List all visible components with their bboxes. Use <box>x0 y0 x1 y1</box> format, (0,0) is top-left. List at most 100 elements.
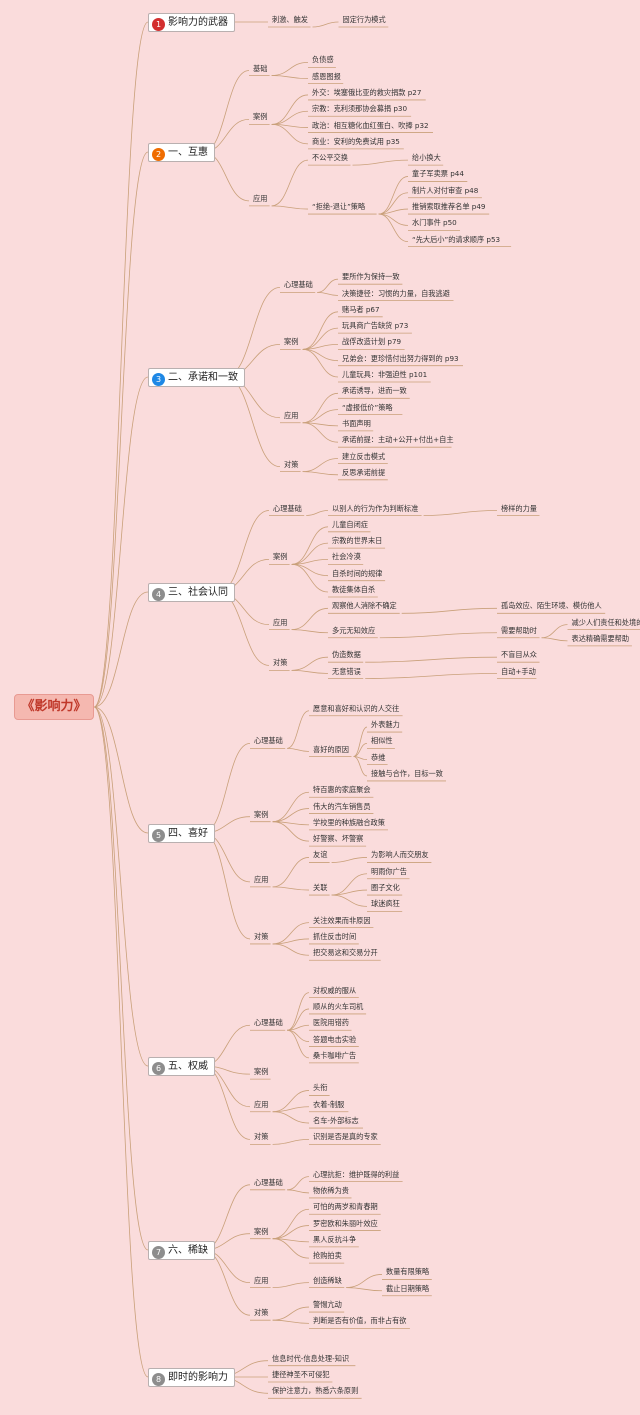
branch-node[interactable]: 案例 <box>253 112 268 122</box>
leaf-node[interactable]: 水门事件 p50 <box>412 218 457 228</box>
branch-node[interactable]: 案例 <box>254 1067 269 1077</box>
leaf-node[interactable]: 榜样的力量 <box>501 503 537 513</box>
leaf-node[interactable]: 头衔 <box>313 1083 328 1093</box>
leaf-node[interactable]: 桑卡咖啡广告 <box>313 1050 357 1060</box>
leaf-node[interactable]: “先大后小”的请求顺序 p53 <box>412 234 501 244</box>
leaf-node[interactable]: 抢购拍卖 <box>313 1251 342 1261</box>
leaf-node[interactable]: 兄弟会：更珍惜付出努力得到的 p93 <box>342 353 459 363</box>
leaf-node[interactable]: 战俘改造计划 p79 <box>342 337 402 347</box>
leaf-node[interactable]: “拒绝-退让”策略 <box>312 202 366 212</box>
leaf-node[interactable]: 宗教：克利须那协会募捐 p30 <box>312 104 408 114</box>
branch-node[interactable]: 案例 <box>254 1226 269 1236</box>
leaf-node[interactable]: 好警察、坏警察 <box>313 834 364 844</box>
leaf-node[interactable]: 政治：相互糖化血红蛋白、吹捧 p32 <box>312 120 429 130</box>
leaf-node[interactable]: 推销索取推荐名单 p49 <box>412 202 486 212</box>
branch-node[interactable]: 应用 <box>254 874 269 884</box>
leaf-node[interactable]: 顺从的火车司机 <box>313 1001 364 1011</box>
leaf-node[interactable]: 孤岛效应、陌生环境、模仿他人 <box>501 601 602 611</box>
leaf-node[interactable]: 书面声明 <box>342 418 371 428</box>
leaf-node[interactable]: 制片人对付审查 p48 <box>412 185 479 195</box>
leaf-node[interactable]: 减少人们责任和处境的不确定性 <box>571 617 640 627</box>
leaf-node[interactable]: 判断是否有价值，而非占有欲 <box>313 1316 407 1326</box>
leaf-node[interactable]: 不公平交换 <box>312 153 348 163</box>
branch-node[interactable]: 心理基础 <box>254 1018 283 1028</box>
leaf-node[interactable]: 抓住反击时间 <box>313 931 357 941</box>
leaf-node[interactable]: 警惕亢动 <box>313 1300 342 1310</box>
leaf-node[interactable]: 关注效果而非原因 <box>313 915 371 925</box>
leaf-node[interactable]: 需要帮助时 <box>501 625 537 635</box>
branch-node[interactable]: 应用 <box>254 1275 269 1285</box>
leaf-node[interactable]: 医院用错药 <box>313 1018 349 1028</box>
leaf-node[interactable]: 商业：安利的免费试用 p35 <box>312 136 400 146</box>
leaf-node[interactable]: 识别是否是真的专家 <box>313 1132 378 1142</box>
branch-node[interactable]: 案例 <box>254 809 269 819</box>
leaf-node[interactable]: 固定行为模式 <box>342 15 386 24</box>
leaf-node[interactable]: “虚报低价”策略 <box>342 402 393 412</box>
branch-node[interactable]: 捷径神圣不可侵犯 <box>272 1370 330 1379</box>
branch-node[interactable]: 应用 <box>273 617 288 627</box>
leaf-node[interactable]: 特百惠的家庭聚会 <box>313 785 371 795</box>
leaf-node[interactable]: 创造稀缺 <box>313 1275 342 1285</box>
branch-node[interactable]: 心理基础 <box>273 503 302 513</box>
branch-node[interactable]: 对策 <box>254 931 269 941</box>
leaf-node[interactable]: 相似性 <box>371 736 393 746</box>
leaf-node[interactable]: 关联 <box>313 883 328 893</box>
leaf-node[interactable]: 罗密欧和朱丽叶效应 <box>313 1218 378 1228</box>
branch-node[interactable]: 案例 <box>273 552 288 562</box>
leaf-node[interactable]: 无意错误 <box>332 666 361 676</box>
leaf-node[interactable]: 伟大的汽车销售员 <box>313 801 371 811</box>
leaf-node[interactable]: 玩具商广告缺货 p73 <box>342 321 409 331</box>
leaf-node[interactable]: 答题电击实验 <box>313 1034 357 1044</box>
leaf-node[interactable]: 心理抗拒：维护既得的利益 <box>313 1169 400 1179</box>
leaf-node[interactable]: 球迷疯狂 <box>371 899 400 909</box>
leaf-node[interactable]: 多元无知效应 <box>332 625 376 635</box>
branch-node[interactable]: 对策 <box>273 658 288 668</box>
branch-node[interactable]: 心理基础 <box>284 280 313 290</box>
leaf-node[interactable]: 黑人反抗斗争 <box>313 1234 357 1244</box>
leaf-node[interactable]: 社会冷漠 <box>332 552 361 562</box>
leaf-node[interactable]: 反思承诺前提 <box>342 467 386 477</box>
leaf-node[interactable]: 建立反击模式 <box>342 451 386 461</box>
leaf-node[interactable]: 自动+手动 <box>501 666 536 676</box>
leaf-node[interactable]: 衣着-制服 <box>313 1099 345 1109</box>
branch-node[interactable]: 基础 <box>253 63 268 73</box>
leaf-node[interactable]: 愿意和喜好和认识的人交往 <box>313 703 400 713</box>
leaf-node[interactable]: 为影响人而交朋友 <box>371 850 429 860</box>
leaf-node[interactable]: 截止日期策略 <box>386 1283 430 1293</box>
leaf-node[interactable]: 伪造数据 <box>332 650 361 660</box>
leaf-node[interactable]: 不盲目从众 <box>501 650 537 660</box>
leaf-node[interactable]: 承诺前提：主动+公开+付出+自主 <box>342 435 454 445</box>
leaf-node[interactable]: 把交易这和交易分开 <box>313 948 378 958</box>
branch-node[interactable]: 保护注意力，熟悉六条原则 <box>272 1386 359 1396</box>
leaf-node[interactable]: 外交：埃塞俄比亚的救灾捐款 p27 <box>312 87 422 97</box>
leaf-node[interactable]: 宗教的世界末日 <box>332 536 383 546</box>
leaf-node[interactable]: 观察他人消除不确定 <box>332 601 397 611</box>
leaf-node[interactable]: 承诺诱导，进而一致 <box>342 386 407 396</box>
branch-node[interactable]: 心理基础 <box>254 1177 283 1187</box>
leaf-node[interactable]: 圈子文化 <box>371 883 400 893</box>
leaf-node[interactable]: 对权威的服从 <box>313 985 357 995</box>
leaf-node[interactable]: 数量有限策略 <box>386 1267 430 1277</box>
leaf-node[interactable]: 外表魅力 <box>371 720 400 730</box>
leaf-node[interactable]: 教徒集体自杀 <box>332 585 376 594</box>
branch-node[interactable]: 刺激、触发 <box>272 15 308 24</box>
branch-node[interactable]: 应用 <box>254 1099 269 1109</box>
leaf-node[interactable]: 恭维 <box>371 752 386 762</box>
branch-node[interactable]: 对策 <box>254 1308 269 1318</box>
branch-node[interactable]: 对策 <box>284 459 299 469</box>
leaf-node[interactable]: 接触与合作，目标一致 <box>371 768 443 778</box>
leaf-node[interactable]: 儿童自闭症 <box>332 519 368 529</box>
leaf-node[interactable]: 负债感 <box>312 55 334 65</box>
leaf-node[interactable]: 给小换大 <box>412 153 441 163</box>
leaf-node[interactable]: 物依稀为贵 <box>313 1185 349 1195</box>
branch-node[interactable]: 应用 <box>284 410 299 420</box>
leaf-node[interactable]: 儿童玩具：非强迫性 p101 <box>342 370 428 379</box>
